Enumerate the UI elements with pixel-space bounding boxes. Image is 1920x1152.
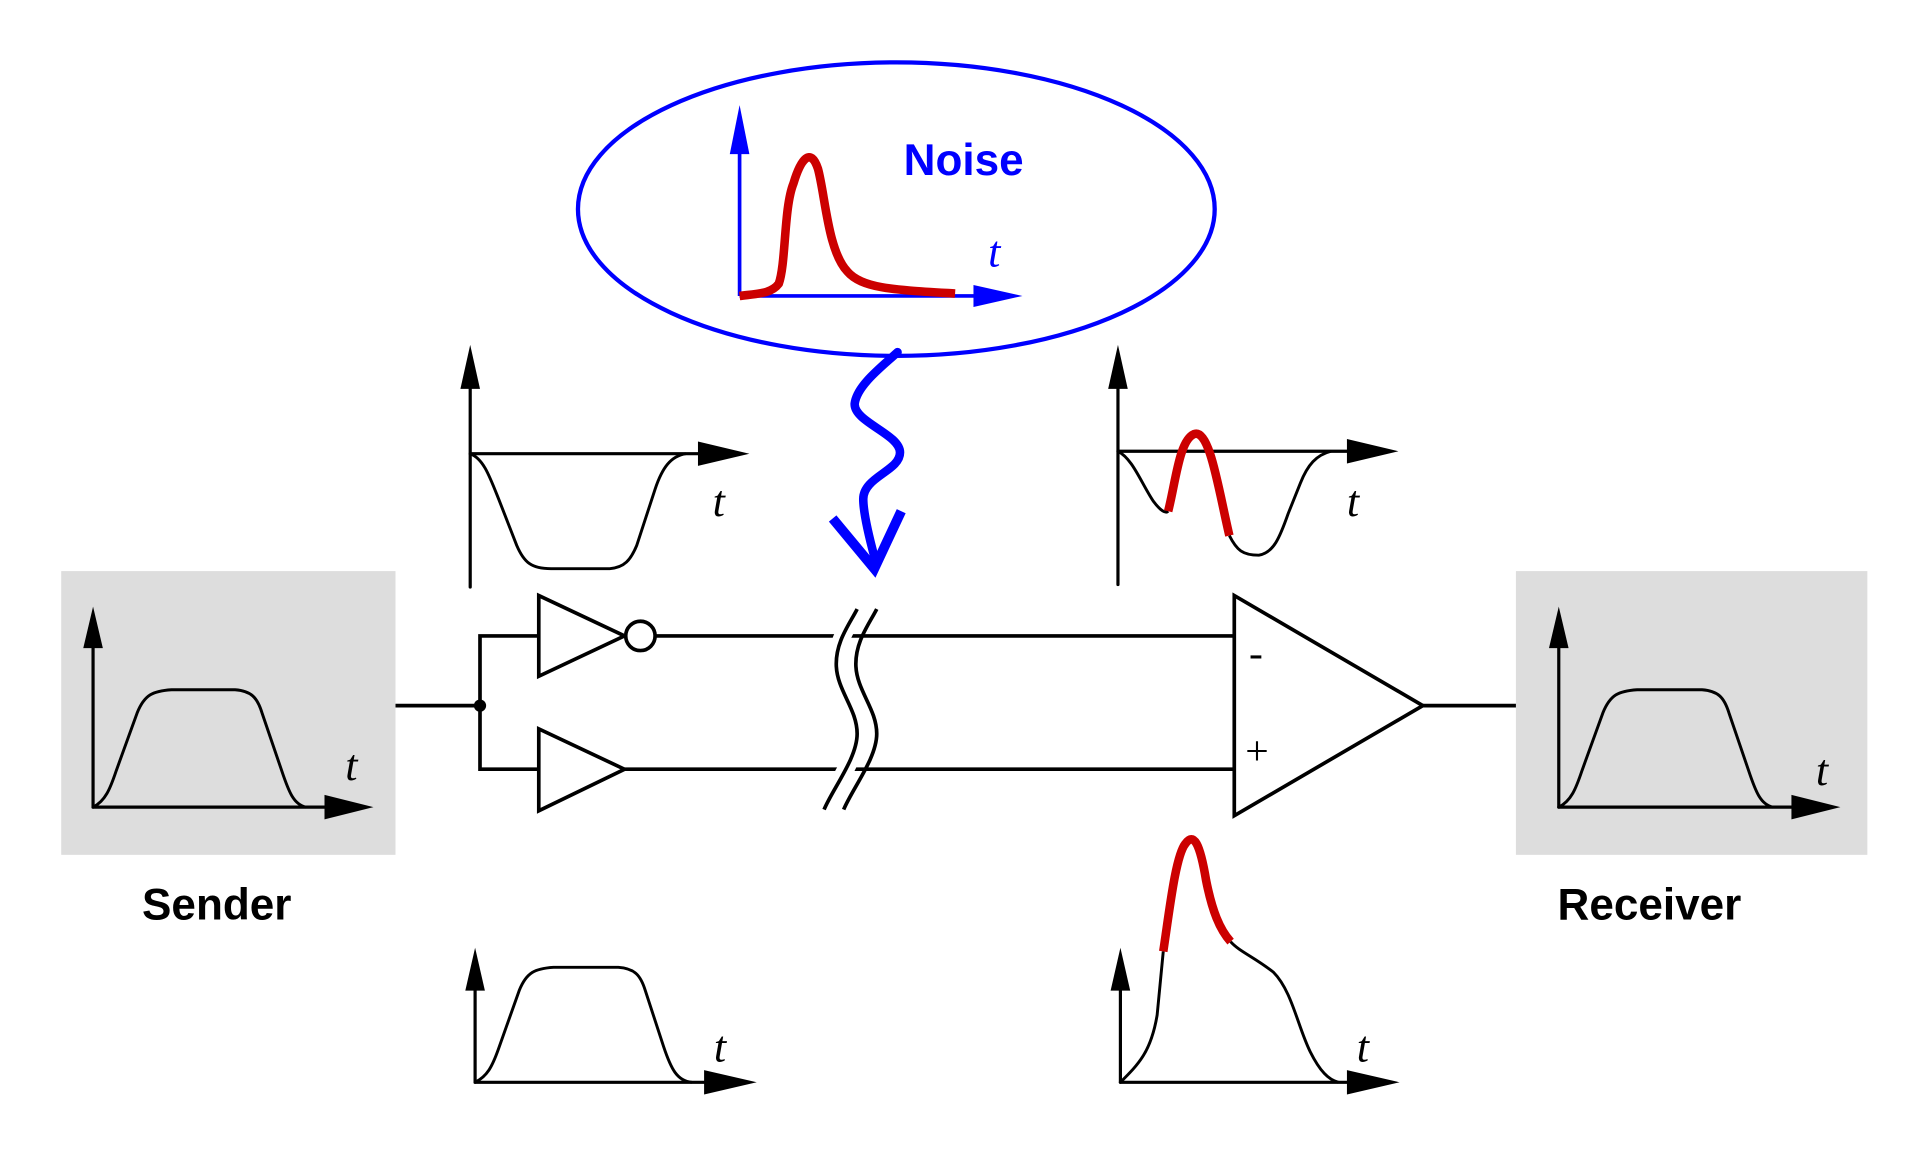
inverting-driver xyxy=(536,592,629,680)
receiver-signal xyxy=(1558,688,1774,809)
receiver-label: Receiver xyxy=(1558,881,1742,930)
disturbed-non-inverted-plot: t xyxy=(1110,835,1400,1095)
amp-plus-input: + xyxy=(1245,727,1268,773)
noise-coupling-arrow xyxy=(828,347,906,578)
noise-pulse-curve xyxy=(739,153,956,301)
noise-on-inverted xyxy=(1164,429,1234,537)
noise-ellipse xyxy=(575,60,1217,359)
sender-label: Sender xyxy=(142,881,291,930)
svg-text:t: t xyxy=(345,741,359,790)
line-break xyxy=(816,605,879,814)
amp-minus-input: - xyxy=(1249,630,1263,676)
noise-source: Noise t xyxy=(575,60,1217,359)
noise-label: Noise xyxy=(904,136,1024,185)
noise-on-non-inverted xyxy=(1159,835,1234,953)
svg-text:t: t xyxy=(1347,477,1361,526)
sender-signal xyxy=(92,688,307,809)
svg-text:t: t xyxy=(714,1023,728,1072)
inverter-bubble xyxy=(623,619,657,653)
circuit: - + xyxy=(395,592,1516,819)
sender-box: t xyxy=(61,571,396,855)
inverted-signal-plot: t xyxy=(460,344,750,589)
non-inverted-signal-plot: t xyxy=(465,947,757,1095)
receiver-box: t xyxy=(1515,571,1868,855)
noise-axes xyxy=(729,105,1023,307)
svg-text:t: t xyxy=(1357,1023,1371,1072)
svg-text:t: t xyxy=(1816,746,1830,795)
non-inverting-driver xyxy=(536,725,629,814)
disturbed-inverted-plot: t xyxy=(1108,344,1399,587)
noise-time-label: t xyxy=(988,228,1002,277)
differential-amplifier xyxy=(1232,592,1427,819)
svg-text:t: t xyxy=(713,477,727,526)
